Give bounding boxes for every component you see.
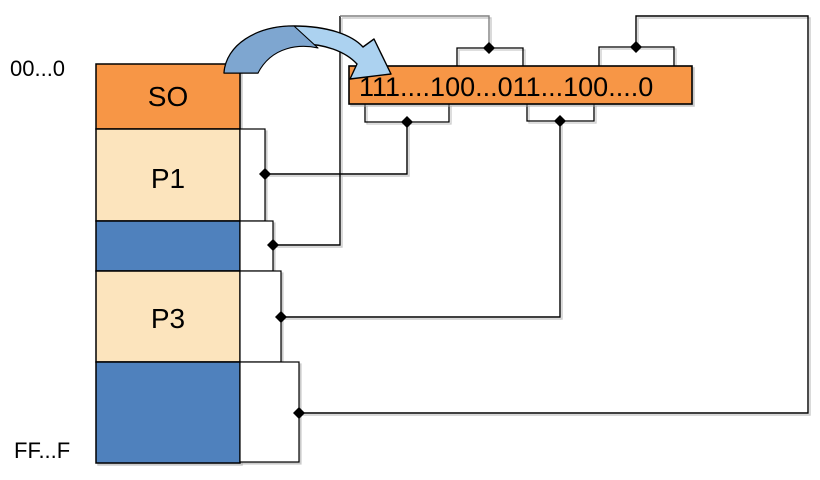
address-bottom-label: FF...F <box>14 438 70 463</box>
diamond-bracket-above-1 <box>483 42 495 54</box>
diamond-hole1-side <box>267 239 279 251</box>
diamond-bracket-above-2 <box>630 41 642 53</box>
connector-hole1-to-bitmap-gray <box>340 15 490 48</box>
arrow-body-dark <box>223 25 319 74</box>
notch-hole-1 <box>239 220 274 272</box>
connector-p3-to-bitmap <box>281 121 561 318</box>
segment-p3-label: P3 <box>151 303 185 334</box>
address-top-label: 00...0 <box>10 56 65 81</box>
curved-mapping-arrow-icon <box>223 25 392 80</box>
notch-hole-2 <box>239 361 300 463</box>
diamond-hole2-side <box>293 407 305 419</box>
segment-so-label: SO <box>148 81 188 112</box>
notch-p3 <box>239 270 282 363</box>
connector-hole1-to-bitmap-black <box>273 16 341 246</box>
diamond-bracket-below-1 <box>401 116 413 128</box>
segment-p1-label: P1 <box>151 163 185 194</box>
segment-hole-1 <box>95 220 241 272</box>
diamond-p3-side <box>275 311 287 323</box>
segment-hole-2 <box>95 361 241 464</box>
diamond-p1-side <box>259 168 271 180</box>
bitmap-value: 111....100...011...100....0 <box>359 72 653 102</box>
connector-hole2-to-bitmap <box>299 15 809 414</box>
diamond-bracket-below-2 <box>554 115 566 127</box>
connector-p1-to-bitmap <box>265 122 408 175</box>
bitmap-bar <box>348 65 693 105</box>
